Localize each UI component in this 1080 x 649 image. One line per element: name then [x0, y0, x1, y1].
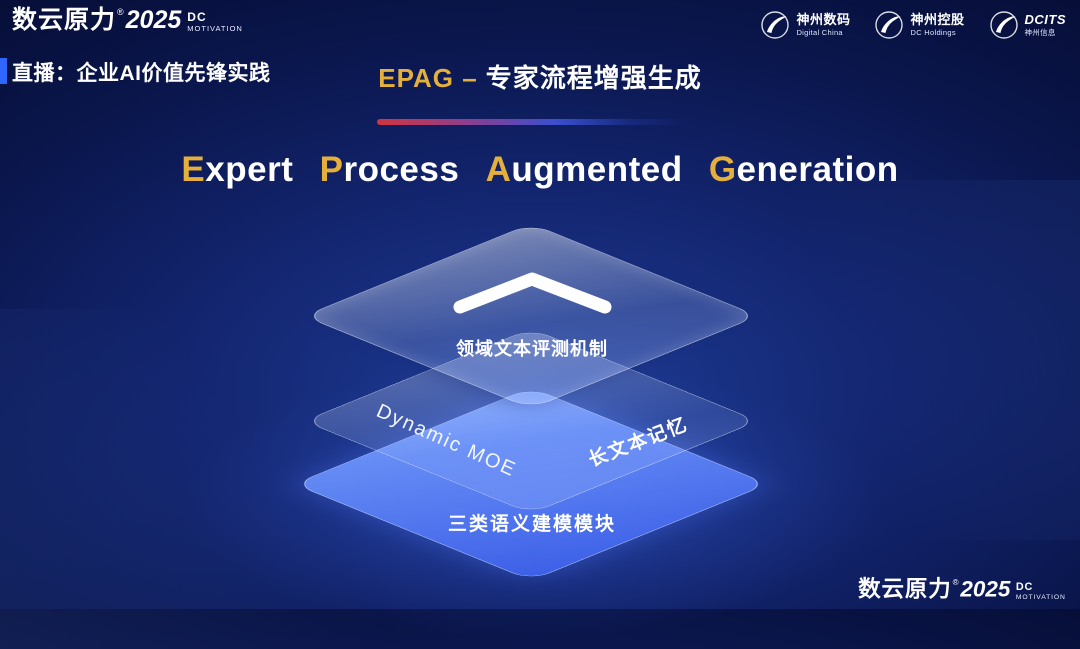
gradient-divider: [377, 119, 685, 125]
title-word-rest: rocess: [343, 150, 460, 189]
title-word-initial: E: [181, 150, 206, 189]
brand-subtitle: DC MOTIVATION: [187, 8, 243, 33]
live-stream-title: 直播：企业AI价值先锋实践: [12, 62, 271, 85]
partner-digital-china: 神州数码 Digital China: [760, 10, 850, 40]
title-word: Generation: [709, 150, 899, 190]
title-word: Process: [320, 150, 460, 190]
brand-sub-top: DC: [1015, 580, 1034, 593]
registered-mark: ®: [952, 577, 959, 587]
title-word-rest: ugmented: [511, 150, 683, 189]
stack-layer-top: [303, 223, 759, 409]
registered-mark: ®: [117, 7, 124, 17]
brand-logo-top-left: 数云原力®2025 DC MOTIVATION: [12, 8, 243, 33]
partner-sub: 神州信息: [1024, 27, 1056, 37]
swoosh-icon: [761, 11, 790, 39]
title-word-rest: xpert: [205, 150, 294, 189]
brand-logo-bottom-right: 数云原力®2025 DC MOTIVATION: [858, 576, 1066, 602]
partner-text: 神州控股 DC Holdings: [910, 12, 965, 37]
partner-sub: DC Holdings: [910, 27, 956, 37]
brand-name: 数云原力: [858, 576, 952, 602]
page-title-highlight: EPAG –: [378, 63, 478, 93]
brand-sub-bottom: MOTIVATION: [187, 24, 243, 33]
partner-logos: 神州数码 Digital China 神州控股 DC Holdings DCIT…: [760, 10, 1066, 40]
title-word-rest: eneration: [736, 150, 899, 189]
partner-sub: Digital China: [796, 27, 843, 37]
partner-text: DCITS 神州信息: [1024, 12, 1067, 37]
brand-sub-top: DC: [187, 10, 207, 24]
title-word: Expert: [181, 150, 293, 190]
brand-name: 数云原力: [12, 6, 117, 34]
title-word-initial: G: [708, 150, 737, 189]
brand-year: 2025: [960, 576, 1011, 602]
swoosh-icon: [989, 11, 1018, 39]
page-title-rest: 专家流程增强生成: [485, 63, 702, 93]
partner-name: 神州控股: [910, 12, 965, 28]
accent-bar: [0, 58, 7, 84]
partner-name: DCITS: [1024, 12, 1066, 28]
partner-dcits: DCITS 神州信息: [989, 10, 1067, 40]
page-title: EPAG –专家流程增强生成: [0, 58, 1080, 95]
brand-sub-bottom: MOTIVATION: [1015, 592, 1066, 601]
partner-dc-holdings: 神州控股 DC Holdings: [874, 10, 964, 40]
title-word-initial: A: [485, 150, 512, 189]
title-word: Augmented: [486, 150, 683, 190]
brand-subtitle: DC MOTIVATION: [1016, 579, 1066, 601]
partner-name: 神州数码: [796, 12, 851, 28]
title-word-initial: P: [319, 150, 344, 189]
partner-text: 神州数码 Digital China: [796, 12, 851, 37]
brand-year: 2025: [125, 6, 182, 34]
swoosh-icon: [875, 11, 904, 39]
main-title: Expert Process Augmented Generation: [0, 150, 1080, 190]
background-light-ray-right: [720, 180, 1080, 540]
